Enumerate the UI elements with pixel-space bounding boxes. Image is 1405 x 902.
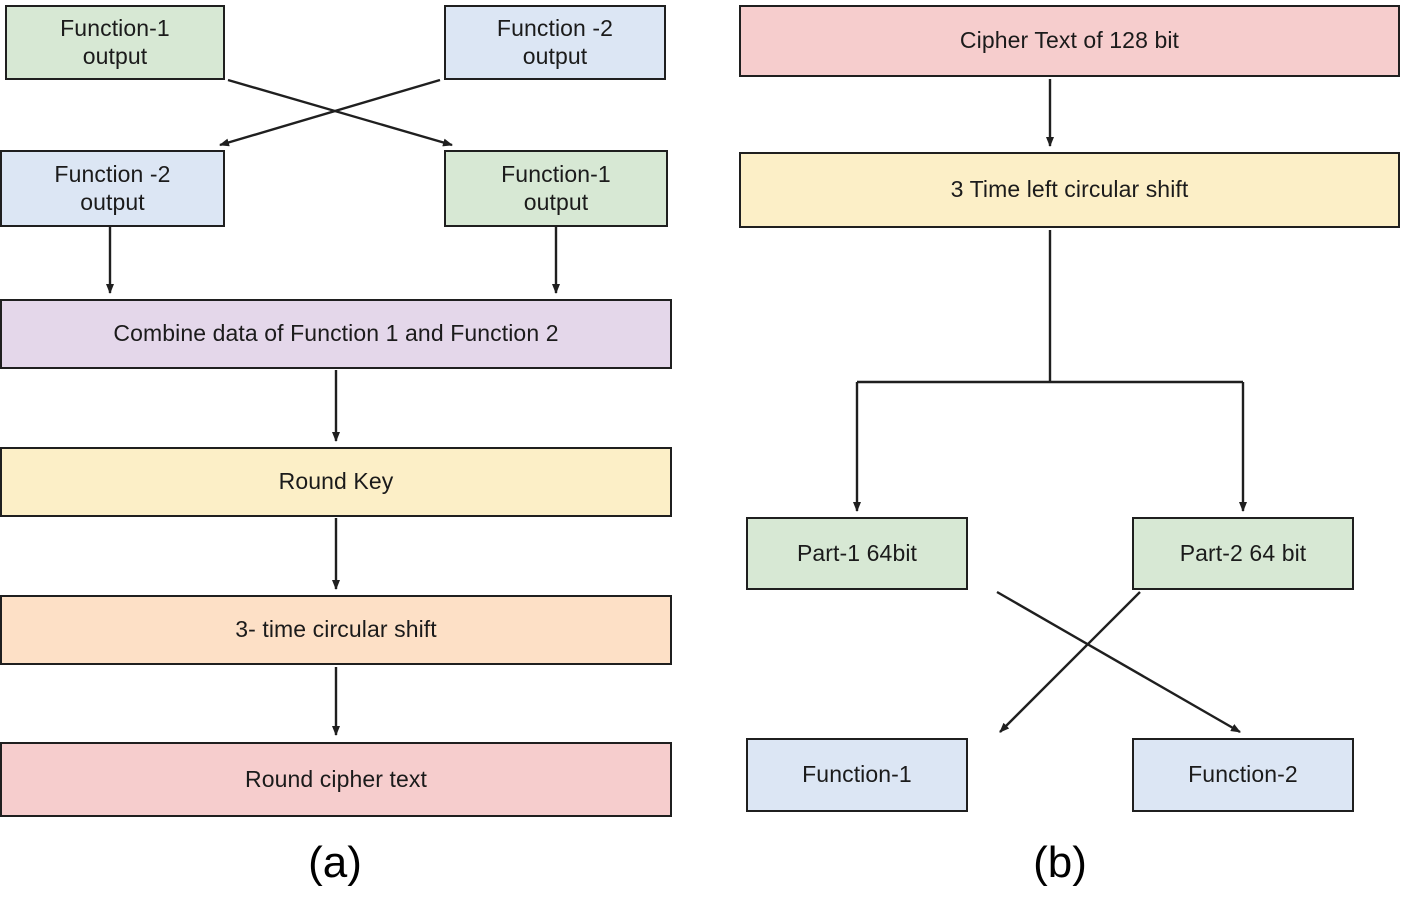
node-function2-output-second: Function -2 output (0, 150, 225, 227)
node-function2-output-top: Function -2 output (444, 5, 666, 80)
node-label: Cipher Text of 128 bit (959, 27, 1180, 54)
node-label: Function-1 output (60, 15, 170, 69)
node-part1-64bit: Part-1 64bit (746, 517, 968, 590)
panel-b: Cipher Text of 128 bit 3 Time left circu… (700, 0, 1405, 902)
node-label: Function-1 (802, 761, 912, 788)
node-part2-64bit: Part-2 64 bit (1132, 517, 1354, 590)
node-function1-output-top: Function-1 output (5, 5, 225, 80)
node-function1-bottom: Function-1 (746, 738, 968, 812)
node-label: Part-2 64 bit (1179, 539, 1307, 566)
node-function2-bottom: Function-2 (1132, 738, 1354, 812)
edge-a1-a3 (227, 78, 453, 147)
node-round-key: Round Key (0, 447, 672, 517)
node-label: Function-1 output (501, 161, 611, 215)
node-combine-data: Combine data of Function 1 and Function … (0, 299, 672, 369)
node-function1-output-second: Function-1 output (444, 150, 668, 227)
caption-b: (b) (1033, 838, 1087, 887)
node-label: Part-1 64bit (796, 539, 918, 566)
node-3-time-left-circular-shift: 3 Time left circular shift (739, 152, 1400, 228)
node-3-time-circular-shift: 3- time circular shift (0, 595, 672, 665)
node-round-cipher-text: Round cipher text (0, 742, 672, 817)
panel-a: Function-1 output Function -2 output Fun… (0, 0, 700, 902)
edge-b4-b5 (999, 591, 1141, 733)
caption-a: (a) (308, 838, 362, 887)
node-label: Function -2 output (496, 15, 614, 69)
edge-b3-b6 (996, 590, 1241, 734)
edge-a2-a4 (219, 78, 441, 147)
node-label: Function-2 (1188, 761, 1298, 788)
node-label: Round Key (278, 468, 394, 495)
node-label: Round cipher text (245, 765, 427, 792)
node-label: 3 Time left circular shift (950, 176, 1189, 203)
node-label: 3- time circular shift (235, 616, 437, 643)
node-cipher-text-128bit: Cipher Text of 128 bit (739, 5, 1400, 77)
node-label: Combine data of Function 1 and Function … (113, 320, 559, 347)
node-label: Function -2 output (54, 161, 171, 215)
